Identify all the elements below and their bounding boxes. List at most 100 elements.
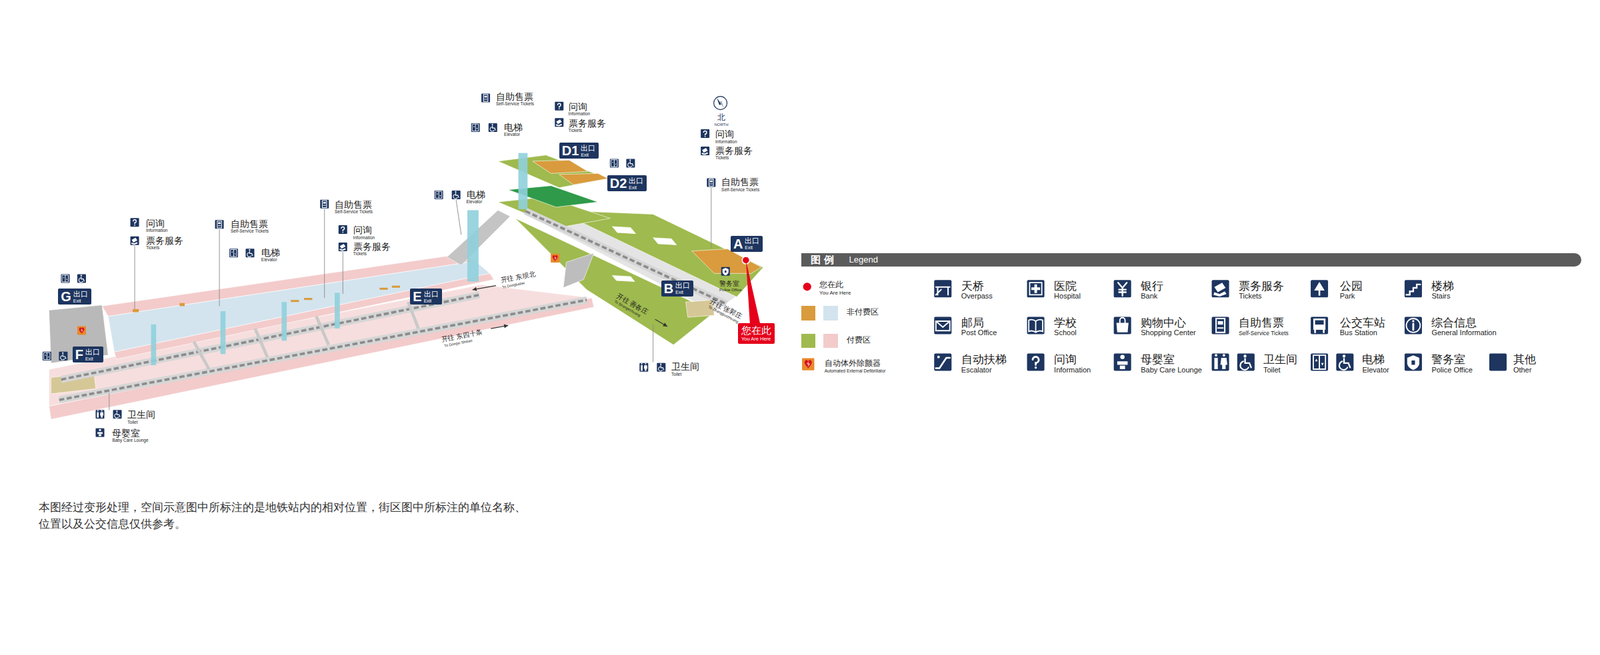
icon-glyph xyxy=(1407,355,1420,370)
icon-tile xyxy=(481,93,490,102)
icon-glyph xyxy=(1116,323,1129,333)
icon-glyph xyxy=(133,220,137,224)
exit-word: Exit xyxy=(73,298,88,304)
legend-subtext: Bank xyxy=(1140,292,1158,300)
leader-line xyxy=(342,252,344,294)
icon-glyph xyxy=(79,328,85,334)
direction-arrow xyxy=(655,319,668,327)
elevator-shaft xyxy=(467,210,479,282)
here-text: You Are Here xyxy=(741,336,772,342)
you-are-here-dot xyxy=(742,256,750,264)
elevator-shaft xyxy=(518,153,528,210)
icon-glyph xyxy=(1245,358,1252,368)
icon-glyph xyxy=(1218,327,1224,329)
map-label: 电梯 xyxy=(504,122,523,132)
station-end-block xyxy=(48,305,108,364)
self-icon xyxy=(320,200,329,209)
stairway-line xyxy=(194,342,210,370)
icon-glyph xyxy=(473,126,478,130)
map-label: Toilet xyxy=(127,420,138,426)
wheel-icon xyxy=(488,123,498,132)
icon-glyph xyxy=(724,270,727,273)
icon-tile xyxy=(1114,280,1132,298)
exit-sign: F出口Exit xyxy=(72,346,104,363)
map-label: 卫生间 xyxy=(127,410,156,420)
platform-lower xyxy=(515,218,714,346)
exit-words: 出口Exit xyxy=(675,282,690,295)
compass-ring xyxy=(714,96,728,110)
exit-words: 出口Exit xyxy=(73,290,88,304)
icon-glyph xyxy=(557,103,561,108)
icon-glyph xyxy=(484,98,488,100)
legend-subtext: Information xyxy=(1054,366,1091,374)
icon-tile xyxy=(1027,316,1045,334)
legend-heading: Legend xyxy=(849,255,878,264)
icon-glyph xyxy=(611,160,618,167)
icon-tile xyxy=(42,352,52,361)
wheel-icon xyxy=(113,410,122,419)
legend-text: 您在此 xyxy=(819,280,844,289)
exit-words: 出口Exit xyxy=(628,177,644,190)
elev-icon xyxy=(471,123,480,132)
exit-word: Exit xyxy=(85,356,100,362)
icon-tile xyxy=(60,274,70,283)
map-label: Police Office xyxy=(719,288,742,292)
legend-subtext: Escalator xyxy=(961,366,992,374)
tix-icon xyxy=(338,242,348,252)
map-label: Tickets xyxy=(353,252,367,257)
legend-text: 问询 xyxy=(1054,354,1077,366)
icon-glyph xyxy=(248,249,250,251)
ticket-machine xyxy=(132,309,139,313)
icon-tile xyxy=(550,254,560,263)
icon-glyph xyxy=(558,108,560,110)
train-windows xyxy=(525,211,727,304)
legend-text: 公交车站 xyxy=(1340,317,1386,329)
icon-glyph xyxy=(1034,366,1037,369)
map-label: 票务服务 xyxy=(568,118,606,128)
leader-line xyxy=(219,230,220,307)
icon-glyph xyxy=(552,255,558,262)
icon-tile xyxy=(1027,280,1045,298)
icon-glyph xyxy=(454,191,456,193)
map-label: Information xyxy=(146,228,168,234)
icon-glyph xyxy=(1216,318,1225,333)
icon-glyph xyxy=(342,232,344,234)
icon-glyph xyxy=(1214,358,1228,370)
legend-swatch-second xyxy=(823,306,838,320)
overpass-icon xyxy=(934,280,952,298)
icon-tile xyxy=(1404,280,1422,298)
info-icon xyxy=(1027,354,1045,372)
legend-subtext: Post Office xyxy=(961,329,998,337)
icon-glyph xyxy=(701,152,708,156)
legend-text: 楼梯 xyxy=(1431,280,1454,292)
icon-glyph xyxy=(218,225,221,226)
post-icon xyxy=(934,316,952,334)
map-label: 警务室 xyxy=(719,280,740,288)
icon-tile xyxy=(700,129,710,138)
map-label: Tickets xyxy=(146,246,160,251)
icon-glyph xyxy=(62,354,66,360)
map-label: 电梯 xyxy=(261,248,280,258)
map-label: Self-Service Tickets xyxy=(230,229,269,234)
map-label: 问询 xyxy=(715,129,734,139)
icon-tile xyxy=(554,102,564,111)
map-label: 问询 xyxy=(353,225,372,235)
elevator-shaft xyxy=(334,292,340,329)
exit-word: Exit xyxy=(675,290,690,295)
icon-tile xyxy=(320,200,329,209)
elev-icon xyxy=(434,190,444,200)
map-label: 自助售票 xyxy=(334,200,372,210)
wheel-icon xyxy=(245,248,254,258)
ginfo-icon xyxy=(1404,316,1422,334)
legend-subtext: Overpass xyxy=(961,292,993,300)
legend-text: 医院 xyxy=(1054,280,1077,292)
map-label: Self-Service Tickets xyxy=(496,102,534,107)
exit-letter: D2 xyxy=(610,176,628,190)
icon-tile xyxy=(554,118,564,127)
wheel-icon xyxy=(656,363,666,372)
exit-word: Exit xyxy=(580,152,596,158)
icon-glyph xyxy=(453,194,458,199)
icon-glyph xyxy=(629,159,631,161)
icon-glyph xyxy=(1344,358,1350,368)
icon-glyph xyxy=(628,162,632,167)
